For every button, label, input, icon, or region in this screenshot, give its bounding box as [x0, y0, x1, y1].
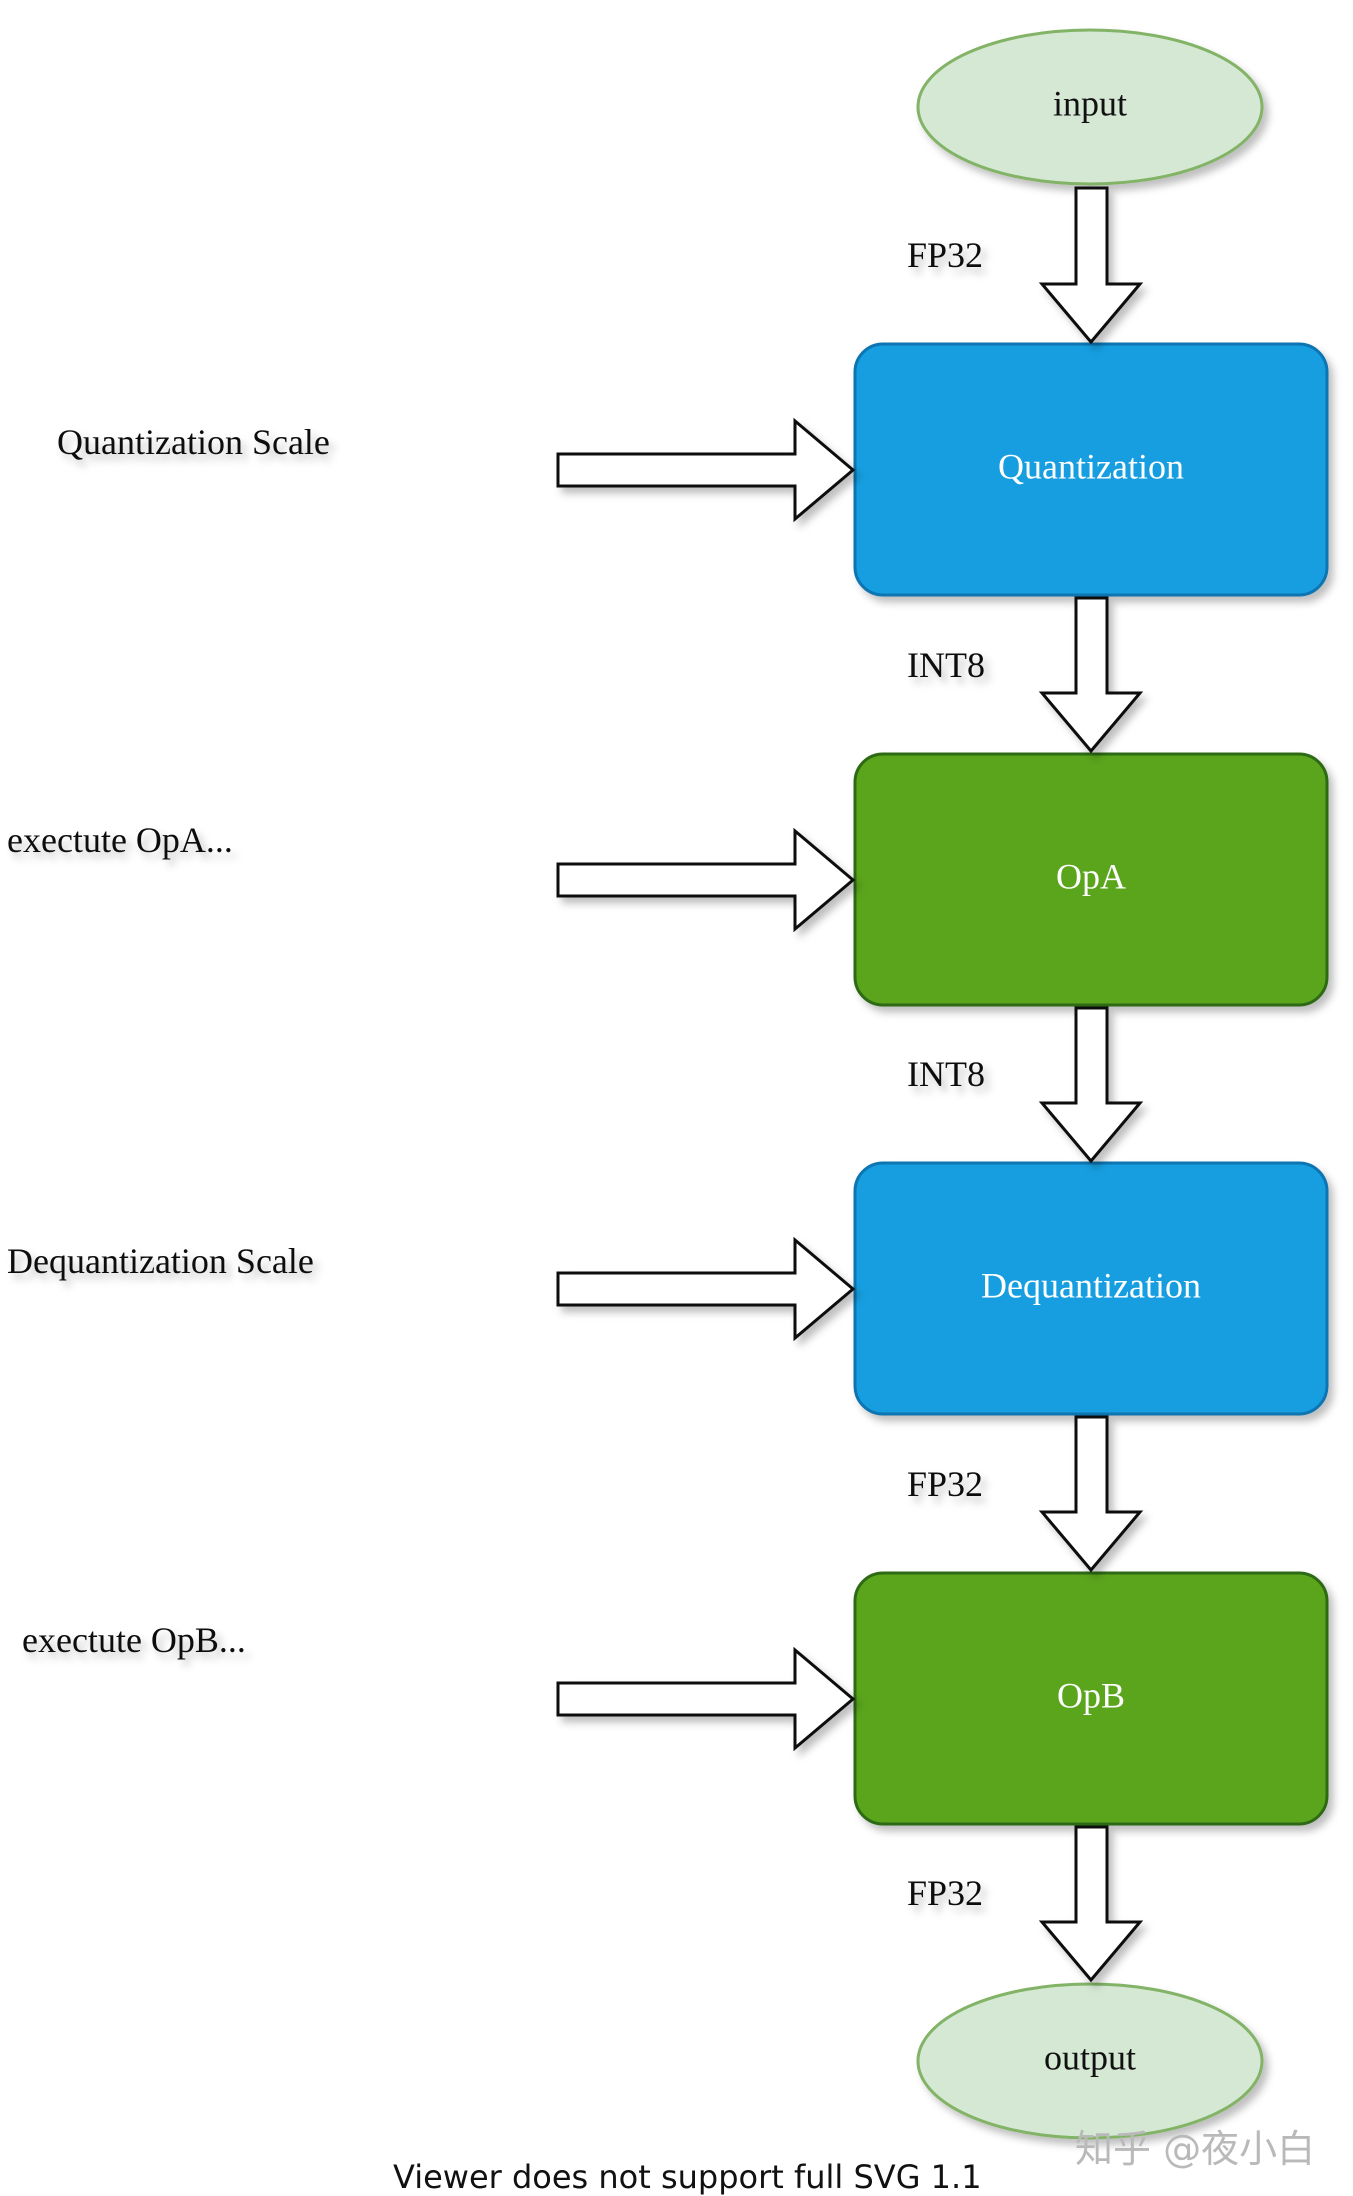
arrow-side-opa — [556, 827, 856, 933]
arrow-opa-to-dequantization — [1038, 1006, 1144, 1164]
node-dequantization-label: Dequantization — [981, 1265, 1201, 1305]
arrow-input-to-quantization — [1038, 186, 1144, 345]
output-node: output — [916, 1982, 1264, 2140]
arrow-opb-to-output — [1038, 1825, 1144, 1983]
arrow-side-quantization-scale — [556, 417, 856, 523]
side-label-quantization-scale: Quantization Scale — [57, 422, 330, 462]
side-label-opb: exectute OpB... — [22, 1620, 246, 1660]
edge-label-dequantization-opb: FP32 — [907, 1464, 983, 1504]
node-opa-label: OpA — [1056, 856, 1126, 896]
side-label-dequantization-scale: Dequantization Scale — [7, 1241, 314, 1281]
node-opb-label: OpB — [1057, 1675, 1125, 1715]
side-label-opa: exectute OpA... — [7, 820, 233, 860]
node-opa: OpA — [853, 752, 1329, 1007]
edge-label-input-quantization: FP32 — [907, 235, 983, 275]
node-dequantization: Dequantization — [853, 1161, 1329, 1416]
arrow-dequantization-to-opb — [1038, 1415, 1144, 1573]
edge-label-quantization-opa: INT8 — [907, 645, 985, 685]
edge-label-opa-dequantization: INT8 — [907, 1054, 985, 1094]
edge-label-opb-output: FP32 — [907, 1873, 983, 1913]
svg-support-notice: Viewer does not support full SVG 1.1 — [393, 2158, 982, 2196]
input-label: input — [1053, 83, 1127, 123]
watermark: 知乎 @夜小白 — [1075, 2127, 1316, 2171]
arrow-side-dequantization-scale — [556, 1236, 856, 1342]
node-quantization: Quantization — [853, 342, 1329, 597]
node-quantization-label: Quantization — [998, 446, 1184, 486]
output-label: output — [1044, 2037, 1136, 2077]
arrow-side-opb — [556, 1646, 856, 1752]
arrow-quantization-to-opa — [1038, 596, 1144, 754]
input-node: input — [916, 28, 1264, 186]
node-opb: OpB — [853, 1571, 1329, 1826]
